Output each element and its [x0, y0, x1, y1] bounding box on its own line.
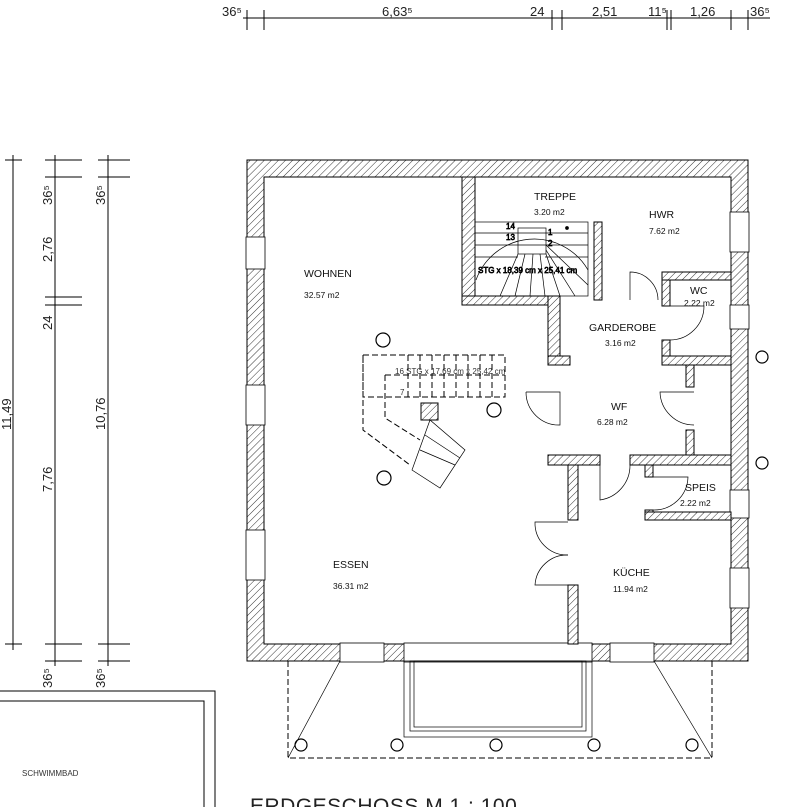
room-name-essen: ESSEN — [333, 559, 369, 571]
drawing-title: ERDGESCHOSS M 1 : 100 — [250, 795, 517, 807]
dim-left-mid-1: 2,76 — [40, 237, 55, 262]
room-name-wc: WC — [690, 285, 708, 297]
dim-top-6: 36⁵ — [750, 4, 770, 19]
dim-top-0: 36⁵ — [222, 4, 242, 19]
upper-stair: 16 STG x 17,69 cm x 25,42 cm 7 — [362, 354, 506, 489]
doors — [525, 271, 705, 586]
dim-left-mid-0: 36⁵ — [40, 185, 55, 205]
upper-stair-label: 16 STG x 17,69 cm x 25,42 cm — [395, 367, 506, 376]
dim-top-4: 11⁵ — [648, 4, 667, 19]
room-area-essen: 36.31 m2 — [333, 581, 369, 591]
dim-left-mid-3: 7,76 — [40, 467, 55, 492]
room-area-speis: 2.22 m2 — [680, 498, 711, 508]
main-step-2: 2 — [548, 239, 553, 248]
dim-left-outer: 11,49 — [0, 398, 14, 430]
schwimmbad-label: SCHWIMMBAD — [22, 769, 79, 778]
dim-left-in-0: 36⁵ — [93, 185, 108, 205]
dim-left-in-2: 36⁵ — [93, 668, 108, 688]
room-area-treppe: 3.20 m2 — [534, 207, 565, 217]
dim-top-2: 24 — [530, 4, 544, 19]
left-dimension-chains: 11,49 36⁵ 2,76 24 7,76 36⁵ 36⁵ 10,76 36⁵ — [0, 155, 130, 688]
room-name-garderobe: GARDEROBE — [589, 322, 656, 334]
room-area-wc: 2.22 m2 — [684, 298, 715, 308]
room-name-wf: WF — [611, 401, 627, 413]
main-step-1: 1 — [548, 228, 553, 237]
columns — [294, 332, 769, 752]
room-name-treppe: TREPPE — [534, 191, 576, 203]
main-step-13: 13 — [506, 233, 515, 242]
room-name-hwr: HWR — [649, 209, 674, 221]
main-stair: 14 13 1 2 STG x 18,39 cm x 25,41 cm — [474, 221, 589, 297]
terrace — [287, 660, 713, 759]
dim-top-3: 2,51 — [592, 4, 617, 19]
interior-walls — [461, 176, 732, 645]
room-area-garderobe: 3.16 m2 — [605, 338, 636, 348]
dim-left-mid-2: 24 — [40, 316, 55, 330]
dim-top-1: 6,63⁵ — [382, 4, 413, 19]
top-dimension-chain: 36⁵ 6,63⁵ 24 2,51 11⁵ 1,26 36⁵ — [222, 4, 770, 30]
dim-top-5: 1,26 — [690, 4, 715, 19]
upper-step-7: 7 — [400, 388, 405, 397]
room-name-wohnen: WOHNEN — [304, 268, 352, 280]
room-name-kueche: KÜCHE — [613, 567, 650, 579]
room-labels: WOHNEN 32.57 m2 TREPPE 3.20 m2 HWR 7.62 … — [304, 191, 716, 594]
main-step-14: 14 — [506, 222, 515, 231]
main-stair-label: STG x 18,39 cm x 25,41 cm — [478, 266, 577, 275]
exterior-walls — [245, 159, 750, 663]
dim-left-in-1: 10,76 — [93, 397, 108, 430]
dim-left-mid-4: 36⁵ — [40, 668, 55, 688]
schwimmbad-building: SCHWIMMBAD — [0, 690, 216, 807]
room-area-kueche: 11.94 m2 — [613, 584, 648, 594]
room-area-wf: 6.28 m2 — [597, 417, 628, 427]
room-name-speis: SPEIS — [685, 482, 716, 494]
room-area-wohnen: 32.57 m2 — [304, 290, 340, 300]
room-area-hwr: 7.62 m2 — [649, 226, 680, 236]
